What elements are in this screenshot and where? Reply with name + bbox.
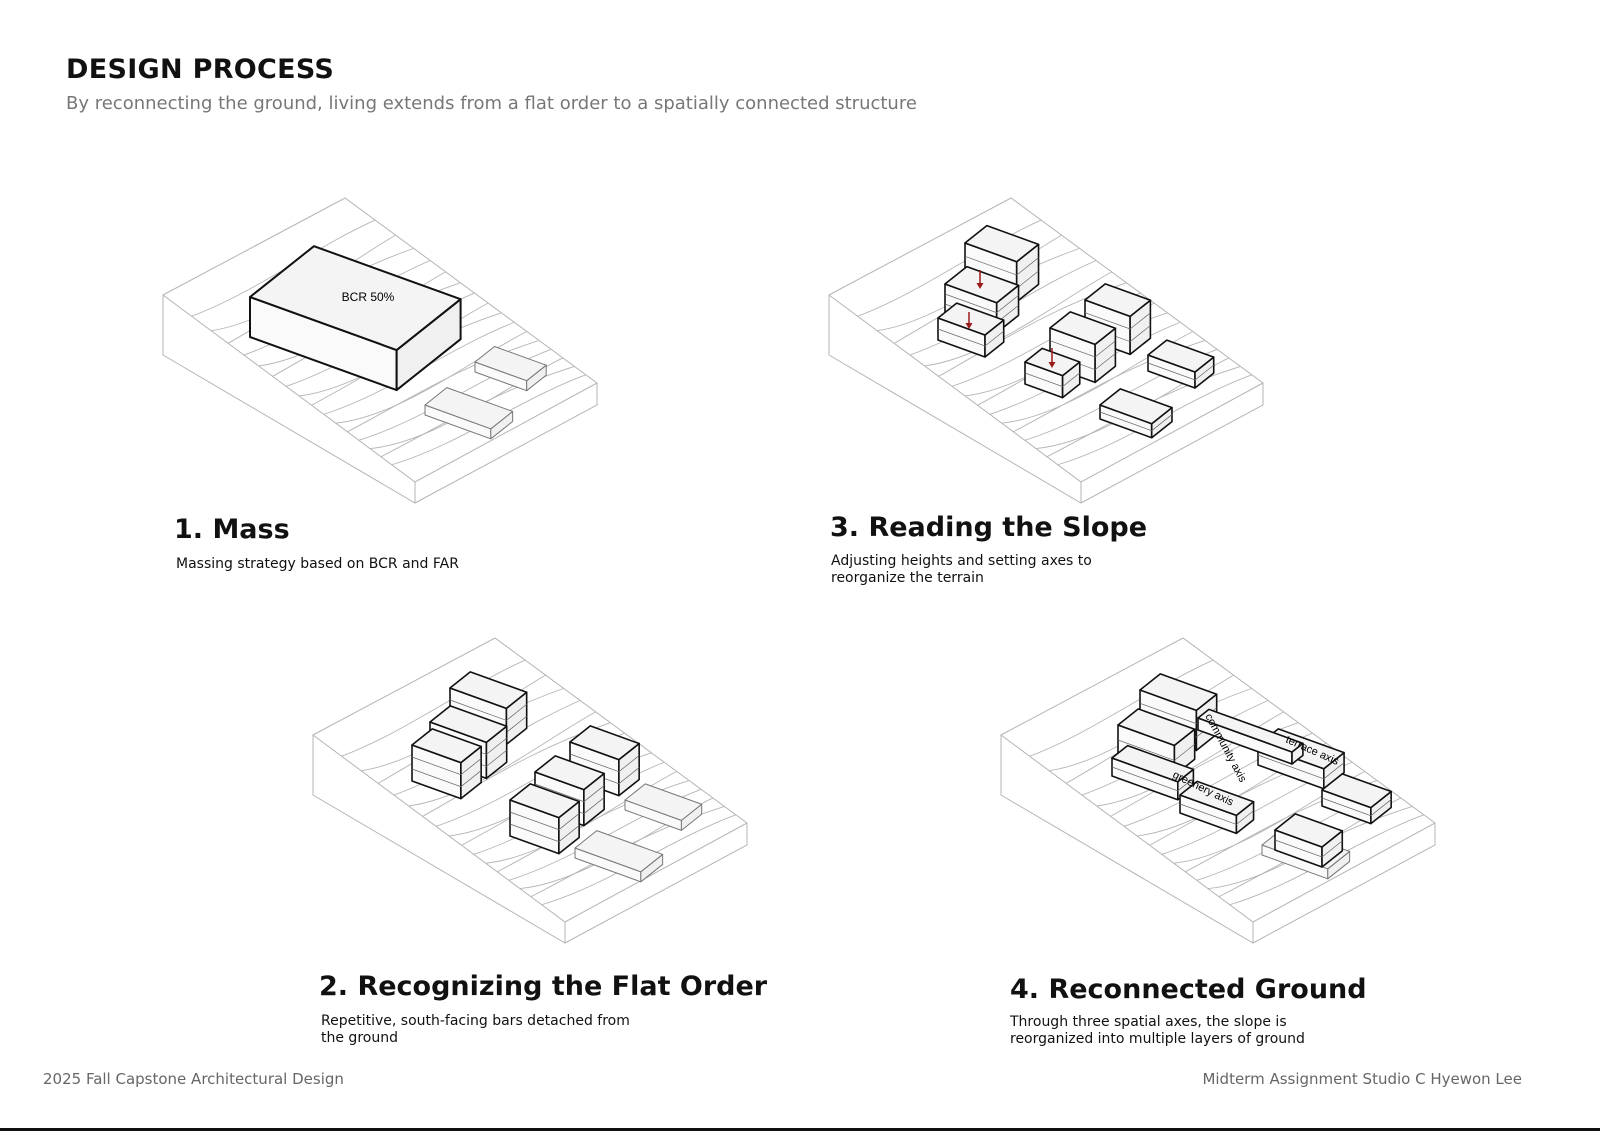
block-top [449, 671, 528, 710]
step-2-description-line: Repetitive, south-facing bars detached f… [321, 1013, 630, 1029]
contour-line [857, 219, 1042, 317]
step-3-description: Adjusting heights and setting axes to re… [831, 553, 1092, 587]
floor-line [1147, 362, 1214, 381]
building-block [569, 725, 640, 797]
step-2-title: 2. Recognizing the Flat Order [319, 971, 768, 1002]
block-top [1147, 339, 1215, 373]
floor-line [411, 756, 482, 776]
block-top [429, 705, 508, 744]
floor-line [1257, 754, 1345, 780]
building-block [1179, 780, 1255, 835]
block-top [1111, 744, 1195, 783]
block-top [534, 755, 605, 791]
block-top [424, 387, 514, 430]
terrace-pad [624, 783, 703, 831]
step-2-description-line: the ground [321, 1030, 398, 1046]
block-top [1197, 708, 1304, 753]
floor-line [449, 699, 527, 721]
block-top [1049, 311, 1117, 346]
contour-line [335, 331, 528, 424]
building-block [1274, 813, 1344, 868]
building-block [1099, 388, 1173, 439]
floor-line [509, 811, 580, 831]
community-axis-bridge [1197, 708, 1304, 765]
down-arrow-icon [976, 283, 984, 289]
contour-line [347, 340, 540, 433]
down-arrow-icon [1048, 362, 1056, 368]
floor-line [1099, 411, 1173, 432]
contour-line [924, 271, 1112, 367]
floor-line [1117, 739, 1195, 761]
page-subtitle: By reconnecting the ground, living exten… [66, 93, 917, 114]
block-top [1139, 673, 1218, 712]
bcr-label: BCR 50% [342, 290, 395, 304]
step-1-title: 1. Mass [174, 514, 290, 545]
floor-line [1084, 312, 1151, 330]
block-top [1084, 283, 1152, 318]
block-top [474, 346, 547, 382]
block-top [1321, 773, 1392, 809]
building-block [1147, 339, 1215, 389]
building-block [509, 783, 580, 855]
block-top [1117, 708, 1196, 747]
page-title: DESIGN PROCESS [66, 54, 335, 85]
step-3-description-line: reorganize the terrain [831, 570, 984, 586]
step-4-description-line: reorganized into multiple layers of grou… [1010, 1031, 1305, 1047]
floor-line [509, 823, 580, 843]
footer-course: 2025 Fall Capstone Architectural Design [43, 1070, 344, 1088]
building-block [937, 302, 1005, 358]
floor-line [1321, 797, 1392, 817]
step-3-description-line: Adjusting heights and setting axes to [831, 553, 1092, 569]
block-top [624, 783, 703, 821]
footer-author: Midterm Assignment Studio C Hyewon Lee [1202, 1070, 1522, 1088]
block-top [249, 245, 462, 352]
block-top [1179, 780, 1255, 817]
bottom-rule [0, 1128, 1600, 1131]
down-arrow-icon [965, 323, 973, 329]
terrace-pad [574, 830, 664, 883]
contour-line [408, 711, 596, 807]
block-top [964, 224, 1040, 263]
floor-line [1049, 340, 1116, 358]
building-block [1111, 744, 1195, 801]
floor-line [1274, 839, 1343, 858]
building-blocks [249, 224, 1392, 883]
contour-line [1096, 711, 1284, 807]
floor-line [1024, 372, 1080, 387]
block-top [937, 302, 1005, 336]
step-1-description: Massing strategy based on BCR and FAR [176, 556, 459, 572]
mass-volume [249, 245, 462, 392]
building-block [1321, 773, 1392, 825]
terrace-pad [424, 387, 514, 440]
block-top [574, 830, 664, 873]
building-block [411, 728, 482, 800]
floor-line [411, 768, 482, 788]
floor-line [964, 256, 1039, 276]
floor-line [1179, 803, 1254, 825]
contour-line [1029, 659, 1214, 757]
block-top [411, 728, 482, 764]
floor-line [1111, 766, 1194, 792]
step-3-title: 3. Reading the Slope [830, 512, 1148, 543]
block-top [1274, 813, 1344, 848]
block-top [509, 783, 580, 819]
step-4-title: 4. Reconnected Ground [1010, 974, 1367, 1005]
step-4-description: Through three spatial axes, the slope is… [1010, 1014, 1305, 1048]
floor-line [569, 753, 640, 773]
contour-line [341, 659, 526, 757]
step-2-description: Repetitive, south-facing bars detached f… [321, 1013, 630, 1047]
block-top [1099, 388, 1173, 425]
terrace-pad [474, 346, 547, 392]
floor-line [534, 783, 605, 803]
step-4-description-line: Through three spatial axes, the slope is [1010, 1014, 1287, 1030]
block-top [569, 725, 640, 761]
floor-line [944, 293, 1019, 314]
floor-line [937, 328, 1004, 347]
